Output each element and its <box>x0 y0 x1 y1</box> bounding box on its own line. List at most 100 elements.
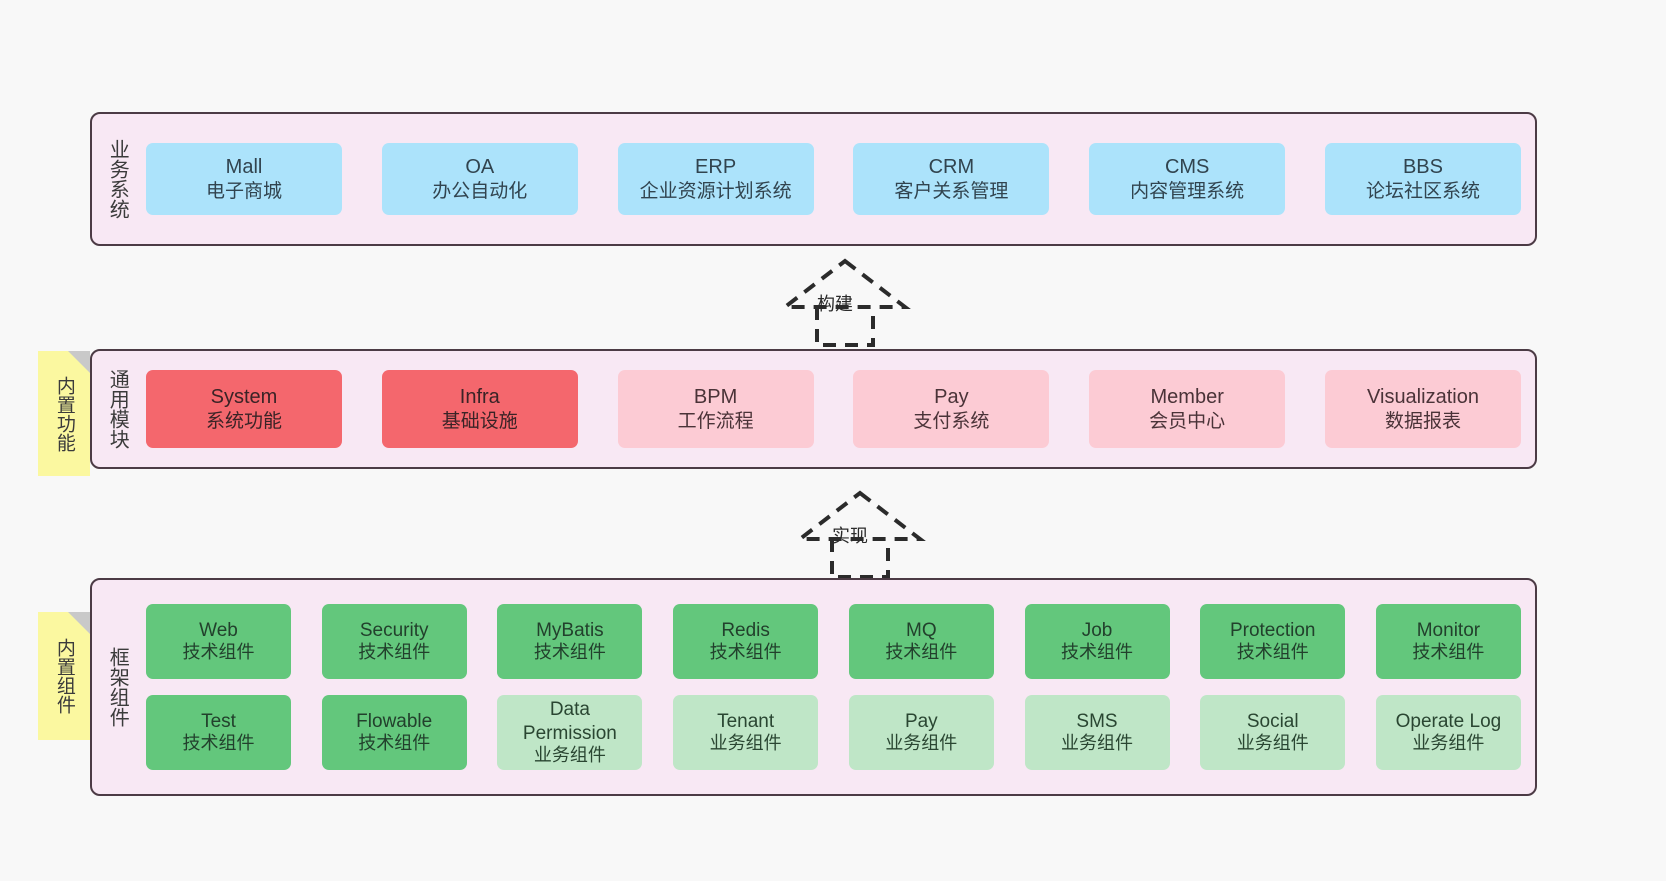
node-mall-en: Mall <box>225 156 263 179</box>
business-node-row: Mall 电子商城 OA 办公自动化 ERP 企业资源计划系统 CRM 客户关系… <box>146 143 1521 215</box>
layer-modules-title: 通用模块 <box>106 369 129 449</box>
arrow-head-triangle <box>794 490 926 541</box>
arrow-implement: 实现 <box>770 485 950 581</box>
node-test-en: Test <box>201 710 236 732</box>
arrow-head-triangle <box>779 258 911 309</box>
node-monitor-cn: 技术组件 <box>1412 642 1485 663</box>
node-protection[interactable]: Protection 技术组件 <box>1200 604 1346 679</box>
node-pay-component[interactable]: Pay 业务组件 <box>848 695 994 770</box>
sticky-note-builtin-components: 内置组件 <box>38 612 90 740</box>
node-mq-cn: 技术组件 <box>885 642 958 663</box>
node-bpm[interactable]: BPM 工作流程 <box>617 370 814 448</box>
node-visualization[interactable]: Visualization 数据报表 <box>1324 370 1521 448</box>
node-pay-module[interactable]: Pay 支付系统 <box>853 370 1050 448</box>
node-bbs-en: BBS <box>1402 156 1443 179</box>
node-security-en: Security <box>359 619 429 641</box>
arrow-stem <box>815 307 875 347</box>
node-job-en: Job <box>1081 619 1113 641</box>
node-infra-en: Infra <box>459 386 500 409</box>
node-crm[interactable]: CRM 客户关系管理 <box>853 143 1050 215</box>
node-member-cn: 会员中心 <box>1149 410 1226 432</box>
node-mybatis-cn: 技术组件 <box>533 642 606 663</box>
arrow-build: 构建 <box>755 253 935 349</box>
node-social[interactable]: Social 业务组件 <box>1200 695 1346 770</box>
node-member[interactable]: Member 会员中心 <box>1089 370 1286 448</box>
node-sms[interactable]: SMS 业务组件 <box>1024 695 1170 770</box>
node-flowable-en: Flowable <box>356 710 433 732</box>
node-system[interactable]: System 系统功能 <box>146 370 342 448</box>
node-mybatis-en: MyBatis <box>536 619 604 641</box>
node-job[interactable]: Job 技术组件 <box>1024 604 1170 679</box>
node-erp-en: ERP <box>695 156 737 179</box>
node-monitor-en: Monitor <box>1416 619 1481 641</box>
sticky-note-builtin-components-label: 内置组件 <box>53 638 75 714</box>
node-security[interactable]: Security 技术组件 <box>321 604 467 679</box>
node-cms-en: CMS <box>1164 156 1210 179</box>
layer-business-title: 业务系统 <box>106 139 129 219</box>
node-mall[interactable]: Mall 电子商城 <box>146 143 342 215</box>
node-tenant[interactable]: Tenant 业务组件 <box>673 695 819 770</box>
sticky-note-builtin-features-label: 内置功能 <box>53 375 75 452</box>
node-infra[interactable]: Infra 基础设施 <box>381 370 578 448</box>
node-tenant-en: Tenant <box>717 710 775 732</box>
node-member-en: Member <box>1150 386 1224 409</box>
sticky-note-builtin-features: 内置功能 <box>38 351 90 476</box>
node-oa[interactable]: OA 办公自动化 <box>381 143 578 215</box>
node-operate-log-en: Operate Log <box>1395 710 1502 732</box>
arrow-implement-label: 实现 <box>832 526 868 546</box>
page-fold-icon <box>68 612 90 634</box>
node-cms-cn: 内容管理系统 <box>1130 180 1245 202</box>
node-web[interactable]: Web 技术组件 <box>146 604 291 679</box>
node-monitor[interactable]: Monitor 技术组件 <box>1375 604 1521 679</box>
node-system-en: System <box>210 386 278 409</box>
node-erp-cn: 企业资源计划系统 <box>639 180 792 202</box>
node-mq[interactable]: MQ 技术组件 <box>848 604 994 679</box>
framework-node-row-2: Test 技术组件 Flowable 技术组件 Data Permission … <box>146 695 1521 770</box>
node-erp[interactable]: ERP 企业资源计划系统 <box>617 143 814 215</box>
node-web-en: Web <box>199 619 238 641</box>
node-sms-cn: 业务组件 <box>1061 733 1134 754</box>
node-flowable[interactable]: Flowable 技术组件 <box>321 695 467 770</box>
node-data-permission-en: Data Permission <box>522 699 617 744</box>
node-mq-en: MQ <box>906 619 937 641</box>
node-redis-en: Redis <box>721 619 770 641</box>
node-mybatis[interactable]: MyBatis 技术组件 <box>497 604 643 679</box>
node-oa-en: OA <box>465 156 495 179</box>
node-redis-cn: 技术组件 <box>709 642 782 663</box>
layer-business-system: 业务系统 Mall 电子商城 OA 办公自动化 ERP 企业资源计划系统 CRM… <box>90 112 1537 246</box>
arrow-stem <box>830 539 890 579</box>
node-operate-log[interactable]: Operate Log 业务组件 <box>1375 695 1521 770</box>
node-bbs[interactable]: BBS 论坛社区系统 <box>1324 143 1521 215</box>
node-social-en: Social <box>1246 710 1299 732</box>
layer-framework-body: Web 技术组件 Security 技术组件 MyBatis 技术组件 Redi… <box>142 580 1535 794</box>
node-web-cn: 技术组件 <box>182 642 255 663</box>
node-cms[interactable]: CMS 内容管理系统 <box>1089 143 1286 215</box>
node-sms-en: SMS <box>1076 710 1118 732</box>
node-protection-en: Protection <box>1229 619 1316 641</box>
node-security-cn: 技术组件 <box>358 642 431 663</box>
layer-framework-components: 框架组件 Web 技术组件 Security 技术组件 MyBatis 技术组件… <box>90 578 1537 796</box>
node-bpm-en: BPM <box>693 386 738 409</box>
node-data-permission-cn: 业务组件 <box>533 744 606 765</box>
node-pay-component-cn: 业务组件 <box>885 733 958 754</box>
layer-framework-title: 框架组件 <box>106 647 129 727</box>
node-operate-log-cn: 业务组件 <box>1412 733 1485 754</box>
node-crm-en: CRM <box>928 156 975 179</box>
layer-common-modules: 通用模块 System 系统功能 Infra 基础设施 BPM 工作流程 Pay… <box>90 349 1537 469</box>
node-system-cn: 系统功能 <box>205 410 282 432</box>
node-pay-component-en: Pay <box>904 710 938 732</box>
node-data-permission[interactable]: Data Permission 业务组件 <box>497 695 643 770</box>
node-bbs-cn: 论坛社区系统 <box>1365 180 1480 202</box>
node-redis[interactable]: Redis 技术组件 <box>673 604 819 679</box>
node-oa-cn: 办公自动化 <box>432 180 528 202</box>
arrow-build-label: 构建 <box>817 294 853 314</box>
node-job-cn: 技术组件 <box>1061 642 1134 663</box>
node-mall-cn: 电子商城 <box>205 180 282 202</box>
node-flowable-cn: 技术组件 <box>358 733 431 754</box>
node-visualization-en: Visualization <box>1367 386 1479 409</box>
framework-node-row-1: Web 技术组件 Security 技术组件 MyBatis 技术组件 Redi… <box>146 604 1521 679</box>
node-test[interactable]: Test 技术组件 <box>146 695 291 770</box>
node-protection-cn: 技术组件 <box>1236 642 1309 663</box>
node-tenant-cn: 业务组件 <box>709 733 782 754</box>
